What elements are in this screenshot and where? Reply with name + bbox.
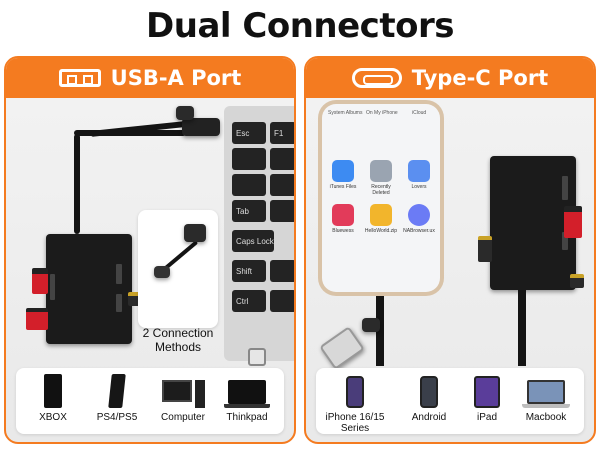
key-shift: Shift <box>232 260 266 282</box>
connection-methods-line2: Methods <box>154 340 202 354</box>
device-label: iPad <box>476 412 497 423</box>
device-label: Thinkpad <box>226 412 268 423</box>
add-icon <box>408 204 430 226</box>
key <box>270 290 294 312</box>
device-label: XBOX <box>39 412 67 423</box>
connection-methods-line1: 2 Connection <box>142 326 214 340</box>
macbook-icon <box>527 380 565 404</box>
key <box>270 148 294 170</box>
trackpad-icon <box>248 348 266 366</box>
laptop-icon <box>228 380 266 404</box>
key <box>232 174 266 196</box>
card-reader-device <box>490 156 576 290</box>
device-computer: Computer <box>152 372 214 423</box>
type-c-panel: Type-C Port System Albums On My iPhone i… <box>304 56 596 444</box>
key-ctrl: Ctrl <box>232 290 266 312</box>
usb-slot <box>116 264 122 284</box>
type-c-scene: System Albums On My iPhone iCloud iTunes… <box>306 98 594 370</box>
type-c-header: Type-C Port <box>306 58 594 98</box>
cable <box>74 134 80 234</box>
device-label: iPhone 16/15 Series <box>325 412 385 434</box>
playstation-icon <box>108 374 126 408</box>
phone-label: System Albums <box>328 110 363 116</box>
usb-c-plug-icon <box>362 318 380 332</box>
app-label: Lovers <box>411 184 427 190</box>
app-label: NABrowser.ux <box>403 228 435 234</box>
device-iphone: iPhone 16/15 Series <box>320 372 390 434</box>
phone-screen: System Albums On My iPhone iCloud iTunes… <box>322 104 440 292</box>
micro-sd-card-icon <box>478 236 492 262</box>
usb-a-plug-icon <box>182 118 220 136</box>
app-label: HelloWorld.zip <box>364 228 398 234</box>
sd-slot <box>50 274 55 300</box>
device-android: Android <box>398 372 460 423</box>
micro-sd-slot <box>562 232 568 250</box>
usb-a-header-label: USB-A Port <box>110 66 242 90</box>
monitor-icon <box>161 380 192 402</box>
key-esc: Esc <box>232 122 266 144</box>
sd-card-icon <box>26 308 48 330</box>
page-title: Dual Connectors <box>146 6 454 46</box>
laptop-base-icon <box>224 404 270 408</box>
usb-a-panel: USB-A Port Esc F1 Tab Caps Lock Shift Ct… <box>4 56 296 444</box>
device-label: PS4/PS5 <box>96 412 138 423</box>
sd-card-icon <box>32 268 48 294</box>
cable <box>376 296 384 366</box>
micro-sd-slot <box>116 294 122 312</box>
key <box>270 200 294 222</box>
usb-a-scene: Esc F1 Tab Caps Lock Shift Ctrl <box>6 98 294 368</box>
laptop-keyboard: Esc F1 Tab Caps Lock Shift Ctrl <box>224 106 294 361</box>
device-thinkpad: Thinkpad <box>216 372 278 423</box>
compatible-devices-strip: iPhone 16/15 Series Android iPad Macbook <box>316 368 584 434</box>
card-reader-device <box>46 234 132 344</box>
phone-label: iCloud <box>412 110 427 116</box>
key <box>270 174 294 196</box>
key <box>270 260 294 282</box>
usb-a-header: USB-A Port <box>6 58 294 98</box>
key-tab: Tab <box>232 200 266 222</box>
usb-a-plug-icon <box>319 326 365 370</box>
cable <box>518 290 526 366</box>
folder-icon <box>332 160 354 182</box>
usb-a-port-icon <box>58 69 101 87</box>
xbox-icon <box>44 374 62 408</box>
connection-methods-label: 2 Connection Methods <box>124 326 232 354</box>
smartphone: System Albums On My iPhone iCloud iTunes… <box>318 100 444 296</box>
device-ipad: iPad <box>456 372 518 423</box>
key <box>232 148 266 170</box>
device-xbox: XBOX <box>22 372 84 423</box>
usb-c-adapter-icon <box>176 106 194 120</box>
android-phone-icon <box>420 376 438 408</box>
cable <box>74 130 186 136</box>
key-caps-lock: Caps Lock <box>232 230 274 252</box>
iphone-icon <box>346 376 364 408</box>
device-label: Android <box>411 412 447 423</box>
folder-icon <box>408 160 430 182</box>
compatible-devices-strip: XBOX PS4/PS5 Computer Thinkpad <box>16 368 284 434</box>
sd-slot <box>562 176 568 200</box>
usb-c-plug-icon <box>154 266 170 278</box>
app-label: Recently Deleted <box>371 184 391 196</box>
device-playstation: PS4/PS5 <box>86 372 148 423</box>
micro-sd-card-icon <box>570 274 584 288</box>
device-macbook: Macbook <box>514 372 578 423</box>
key-f1: F1 <box>270 122 294 144</box>
device-label: Computer <box>161 412 205 423</box>
ipad-icon <box>474 376 500 408</box>
connection-methods-card <box>138 210 218 328</box>
zip-file-icon <box>370 204 392 226</box>
tower-icon <box>194 380 205 408</box>
usb-a-plug-icon <box>184 224 206 242</box>
app-label: iTunes Files <box>329 184 357 190</box>
phone-label: On My iPhone <box>366 110 398 116</box>
usb-c-port-icon <box>351 68 402 88</box>
type-c-header-label: Type-C Port <box>411 66 549 90</box>
sd-card-icon <box>564 206 582 238</box>
device-label: Macbook <box>525 412 567 423</box>
app-label: Bluewess <box>332 228 354 234</box>
macbook-base-icon <box>522 404 570 408</box>
trash-folder-icon <box>370 160 392 182</box>
music-file-icon <box>332 204 354 226</box>
